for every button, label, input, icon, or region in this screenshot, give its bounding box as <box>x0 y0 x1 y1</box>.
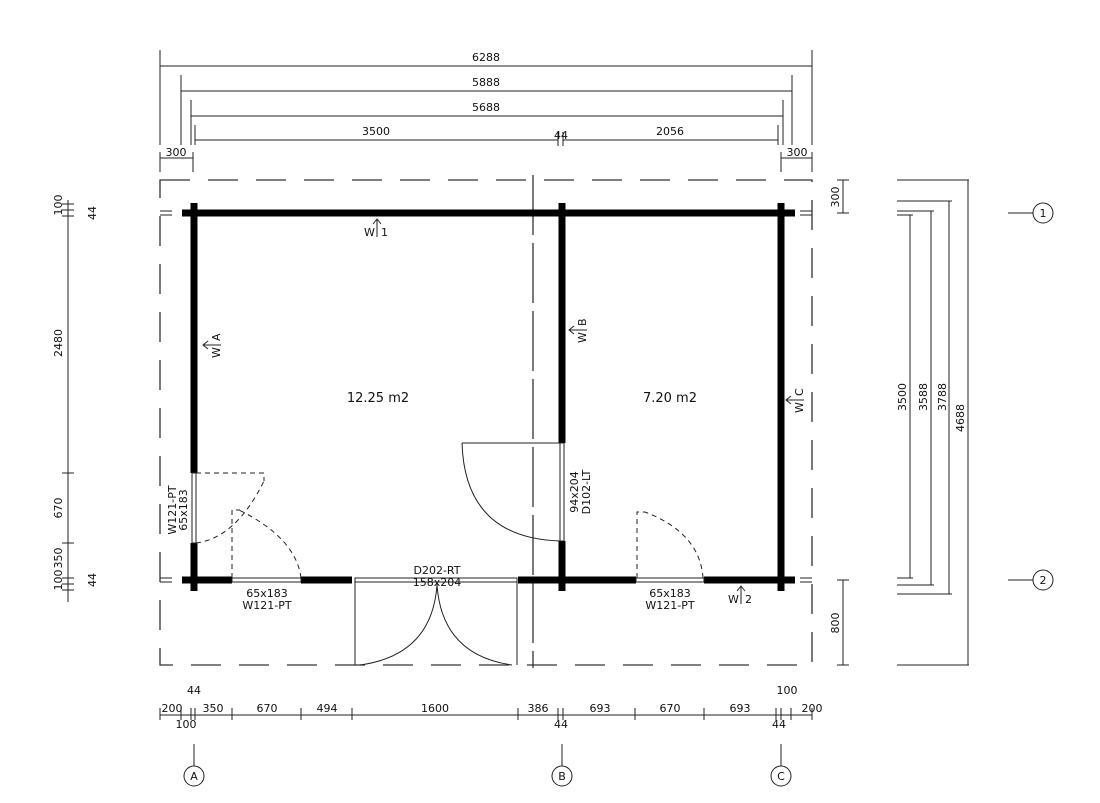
main-door: D202-RT 158x204 <box>354 564 518 666</box>
wall-marker-b: WB <box>568 318 589 343</box>
dimension-label: 44 <box>86 573 99 587</box>
inner-door: 94x204 D102-LT <box>461 442 593 542</box>
main-door-type: D202-RT <box>414 564 461 577</box>
dimension-label: 44 <box>187 684 201 697</box>
dimension-label: 4688 <box>954 404 967 432</box>
left-dimensions: 100 44 2480 670 350 100 44 <box>52 195 99 602</box>
grid-axis-a: A <box>183 744 205 787</box>
dimension-label: 300 <box>829 187 842 208</box>
bottom-dimensions: 200 100 44 350 670 494 1600 386 44 693 6… <box>159 684 823 731</box>
grid-axis-2: 2 <box>1008 569 1054 591</box>
bottom-left-window-size: 65x183 <box>246 587 288 600</box>
left-window-type: W121-PT <box>166 485 179 534</box>
dimension-label: 350 <box>52 548 65 569</box>
roof-outline <box>159 175 813 668</box>
dimension-label: 693 <box>730 702 751 715</box>
bottom-right-window-size: 65x183 <box>649 587 691 600</box>
dimension-label: 693 <box>590 702 611 715</box>
dimension-label: 3500 <box>362 125 390 138</box>
dimension-label: 200 <box>162 702 183 715</box>
dimension-label: C <box>777 770 785 783</box>
dimension-label: 350 <box>203 702 224 715</box>
dimension-label: 5688 <box>472 101 500 114</box>
dimension-label: 3788 <box>936 383 949 411</box>
dimension-label: 6288 <box>472 51 500 64</box>
dimension-label: B <box>576 318 589 326</box>
grid-axis-c: C <box>770 744 792 787</box>
dimension-label: W <box>364 226 375 239</box>
walls <box>160 203 812 591</box>
dimension-label: W <box>576 332 589 343</box>
top-dimensions: 6288 5888 5688 3500 2056 44 44 300 300 <box>159 50 813 172</box>
room-area-left: 12.25 m2 <box>347 391 409 406</box>
wall-marker-a: WA <box>202 333 223 358</box>
dimension-label: A <box>210 333 223 341</box>
dimension-label: 2 <box>745 593 752 606</box>
dimension-label: 670 <box>257 702 278 715</box>
bottom-right-window-type: W121-PT <box>645 599 694 612</box>
dimension-label: 670 <box>660 702 681 715</box>
dimension-label: B <box>558 770 566 783</box>
dimension-label: 44 <box>554 129 568 142</box>
room-area-right: 7.20 m2 <box>643 391 697 406</box>
dimension-label: 300 <box>787 146 808 159</box>
dimension-label: W <box>210 347 223 358</box>
dimension-label: 2056 <box>656 125 684 138</box>
dimension-label: 1 <box>1040 207 1047 220</box>
bottom-left-window-type: W121-PT <box>242 599 291 612</box>
right-dimensions: 300 800 3500 3588 3788 4688 <box>829 179 969 666</box>
dimension-label: 386 <box>528 702 549 715</box>
dimension-label: 5888 <box>472 76 500 89</box>
left-window-size: 65x183 <box>177 489 190 531</box>
bottom-right-window: 65x183 W121-PT <box>635 511 705 612</box>
inner-door-size: 94x204 <box>568 471 581 513</box>
dimension-label: 300 <box>166 146 187 159</box>
dimension-label: 3500 <box>896 383 909 411</box>
dimension-label: 44 <box>772 718 786 731</box>
dimension-label: 100 <box>52 195 65 216</box>
dimension-label: W <box>728 593 739 606</box>
bottom-left-window: 65x183 W121-PT <box>231 509 302 612</box>
dimension-label: 44 <box>86 206 99 220</box>
dimension-label: A <box>190 770 198 783</box>
dimension-label: 1600 <box>421 702 449 715</box>
grid-axis-b: B <box>551 744 573 787</box>
dimension-label: 100 <box>777 684 798 697</box>
dimension-label: 1 <box>381 226 388 239</box>
dimension-label: 44 <box>554 718 568 731</box>
left-window: W121-PT 65x183 <box>166 472 265 544</box>
wall-marker-c: WC <box>785 388 806 413</box>
dimension-label: 100 <box>52 570 65 591</box>
dimension-label: 670 <box>52 498 65 519</box>
dimension-label: 3588 <box>917 383 930 411</box>
dimension-label: 800 <box>829 613 842 634</box>
dimension-label: C <box>793 388 806 396</box>
dimension-label: 200 <box>802 702 823 715</box>
dimension-label: 2 <box>1040 574 1047 587</box>
grid-axis-1: 1 <box>1008 202 1054 224</box>
dimension-label: 494 <box>317 702 338 715</box>
inner-door-type: D102-LT <box>580 469 593 514</box>
dimension-label: W <box>793 402 806 413</box>
dimension-label: 100 <box>176 718 197 731</box>
dimension-label: 2480 <box>52 329 65 357</box>
main-door-size: 158x204 <box>413 576 462 589</box>
